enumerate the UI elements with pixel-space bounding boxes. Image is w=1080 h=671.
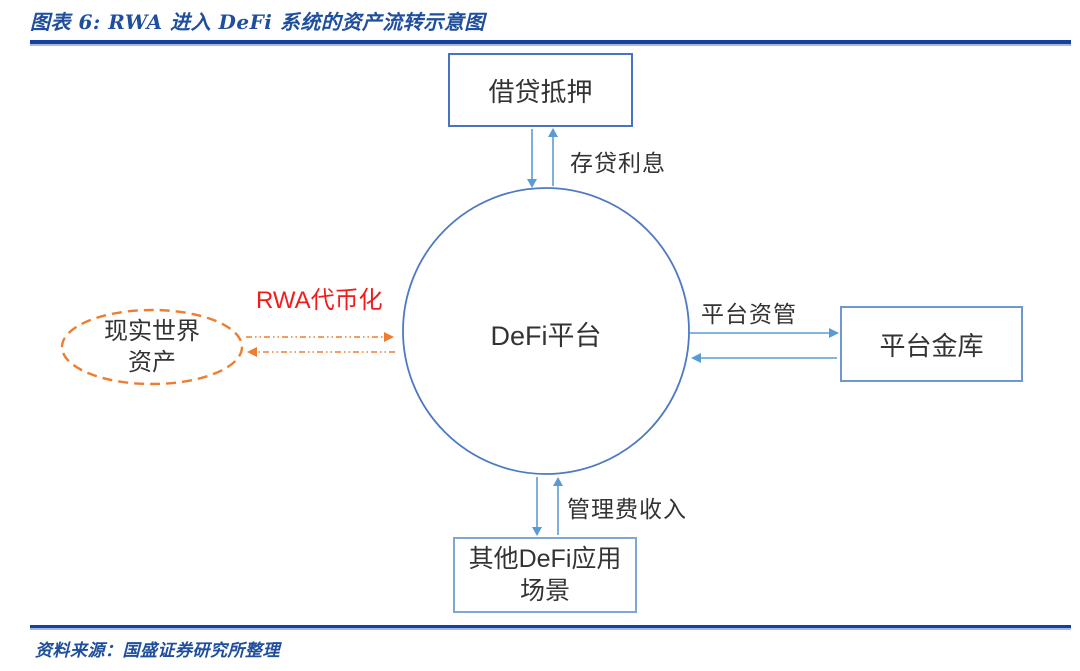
arrow-rwa-to-platform-arrowhead [384, 332, 394, 342]
footer-divider-line [30, 625, 1071, 630]
real-world-assets-ellipse [60, 308, 244, 386]
node-real-world-assets: 现实世界 资产 [62, 316, 242, 378]
node-real-world-assets-line2: 资产 [128, 349, 176, 377]
node-lending-collateral-label: 借贷抵押 [488, 76, 593, 107]
flow-label-deposit-loan-interest: 存贷利息 [570, 150, 666, 176]
arrow-otherapps-to-platform-arrowhead [553, 477, 563, 486]
node-platform-treasury-label: 平台金库 [879, 330, 984, 361]
node-lending-collateral: 借贷抵押 [448, 53, 633, 127]
node-defi-platform-label: DeFi平台 [490, 321, 602, 351]
defi-platform-circle [402, 187, 690, 475]
arrow-platform-to-otherapps-arrowhead [532, 527, 542, 536]
arrow-platform-to-lending-arrowhead [548, 128, 558, 137]
figure-source: 资料来源：国盛证券研究所整理 [35, 641, 280, 661]
arrow-lending-to-platform-arrowhead [527, 179, 537, 188]
arrow-treasury-to-platform-arrowhead [691, 353, 701, 363]
header-divider-line [30, 40, 1071, 46]
node-real-world-assets-line1: 现实世界 [104, 318, 200, 345]
node-platform-treasury: 平台金库 [840, 306, 1023, 382]
flow-label-management-fee-income: 管理费收入 [567, 496, 687, 522]
figure-title: 图表 6: RWA 进入 DeFi 系统的资产流转示意图 [30, 10, 485, 34]
node-other-defi-apps-line2: 场景 [519, 577, 570, 605]
flow-label-platform-asset-mgmt: 平台资管 [701, 301, 797, 327]
node-other-defi-apps: 其他DeFi应用 场景 [453, 537, 637, 613]
node-other-defi-apps-line1: 其他DeFi应用 [468, 544, 622, 573]
arrow-platform-to-rwa-arrowhead [247, 347, 257, 357]
arrow-platform-to-treasury-arrowhead [829, 328, 839, 338]
flow-label-rwa-tokenization: RWA代币化 [256, 287, 383, 314]
